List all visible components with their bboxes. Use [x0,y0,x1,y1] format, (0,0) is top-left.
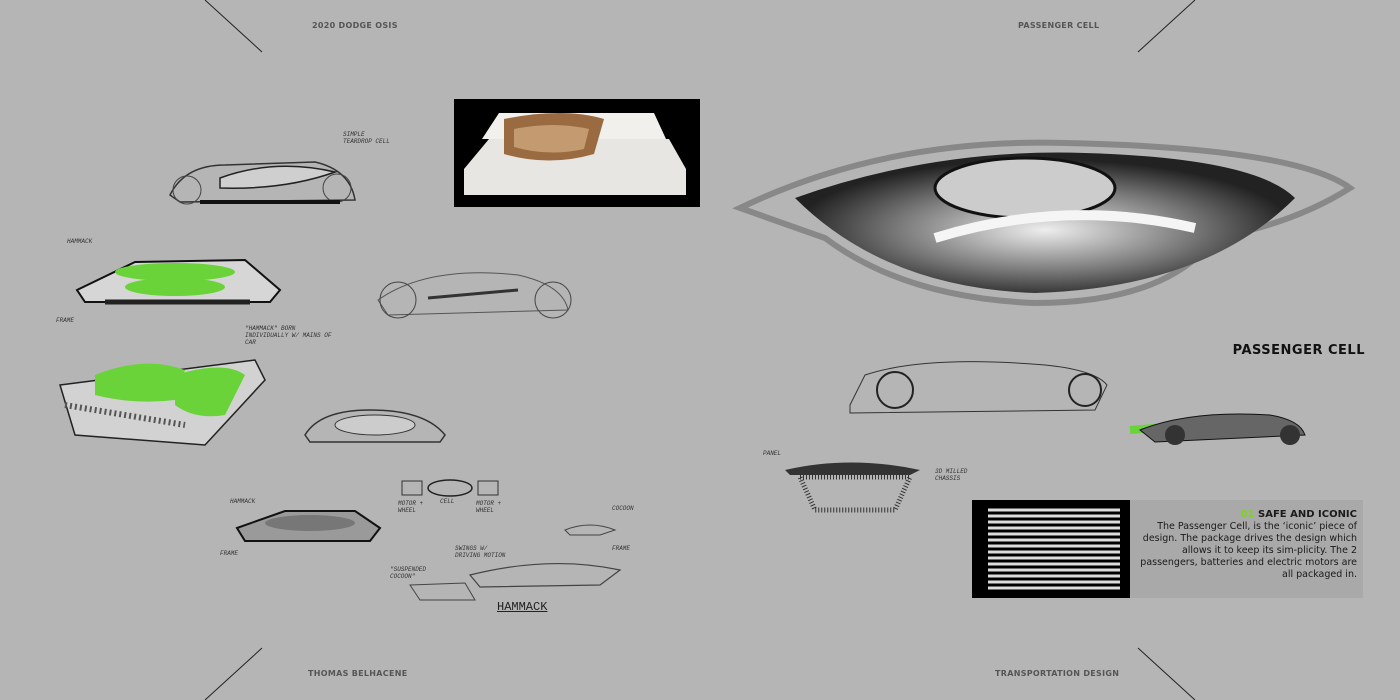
sketch-hammack-small [235,510,382,542]
note-teardrop: Simple teardrop cell [343,131,390,145]
note-frame-2: Frame [220,550,239,557]
sketch-chassis [785,462,920,513]
sketch-roadster [377,272,572,319]
sketch-top-view [304,409,446,443]
chassis-render-image [972,500,1130,598]
sketch-teardrop-car [169,161,356,205]
note-motor-left: Motor + wheel [398,500,424,514]
section-title: PASSENGER CELL [1232,343,1365,358]
note-hammack-2: Hammack [230,498,256,505]
sketch-cell-diagram [401,479,499,497]
note-motor-right: Motor + wheel [476,500,502,514]
note-panel: Panel [763,450,782,457]
hero-sketch [732,139,1356,307]
info-number: 01 [1240,509,1255,520]
sketch-green-car [1129,413,1306,445]
sketch-hammack-car [75,258,282,305]
note-chassis: 3D milled chassis [935,468,968,482]
info-heading: SAFE AND ICONIC [1258,509,1357,520]
note-frame-1: Frame [56,317,75,324]
note-frame-3: Frame [612,545,631,552]
model-photo [454,99,700,207]
running-head-bottom-left: THOMAS BELHACENE [308,669,408,678]
note-cell: Cell [440,498,455,505]
note-hammack-1: Hammack [67,238,93,245]
running-head-top-right: PASSENGER CELL [1018,21,1100,30]
note-hammack-title: HAMMACK [497,600,548,614]
sketch-cocoon [409,524,622,601]
running-head-top-left: 2020 DODGE OSIS [312,21,398,30]
sketch-hammack-perspective [59,359,266,446]
info-box: 01 SAFE AND ICONIC The Passenger Cell, i… [1130,500,1363,598]
note-hammack-born: "Hammack" born individually w/ mains of … [245,325,332,346]
sketch-side-view [849,361,1108,414]
info-body: The Passenger Cell, is the ‘iconic’ piec… [1140,521,1357,580]
note-cocoon: Cocoon [612,505,634,512]
note-swings: Swings w/ driving motion [455,545,506,559]
running-head-bottom-right: TRANSPORTATION DESIGN [995,669,1120,678]
note-suspended: "Suspended cocoon" [390,566,427,580]
